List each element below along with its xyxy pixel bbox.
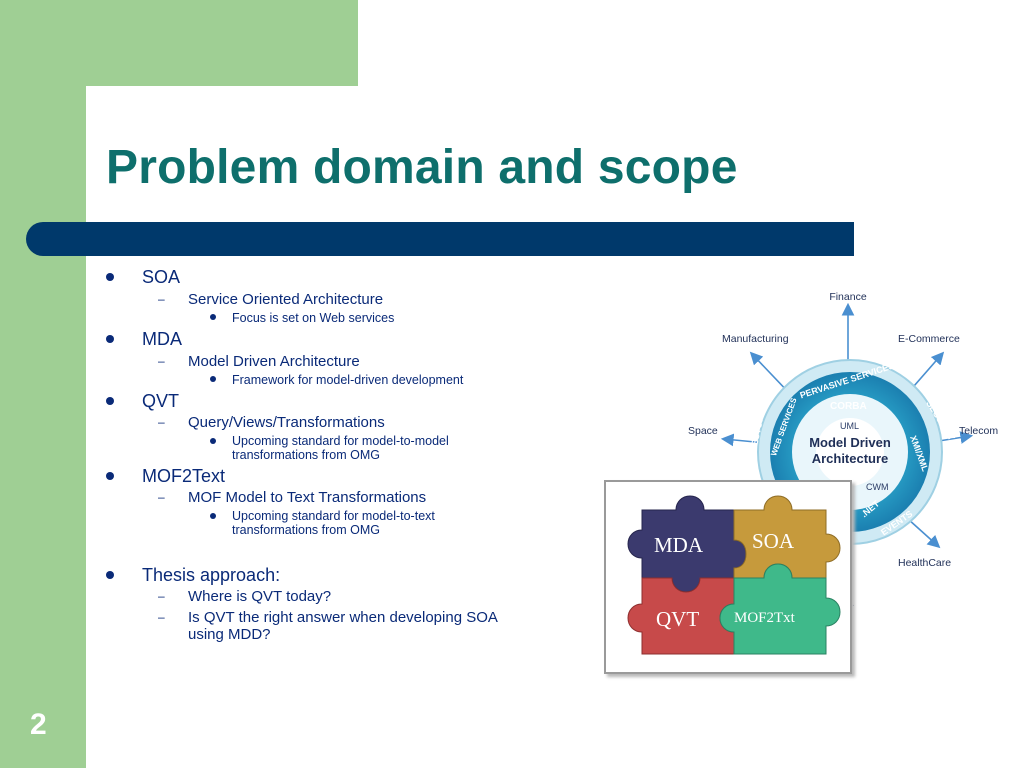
bullet-qvt: QVT (142, 391, 180, 411)
bullet-soa-sub: Service Oriented Architecture (188, 291, 384, 308)
bullet-dot (106, 335, 114, 343)
bullet-qvt-detail-1: Upcoming standard for model-to-model (232, 434, 449, 448)
domain-finance: Finance (829, 291, 867, 303)
inner-label-uml: UML (840, 421, 859, 431)
title-underline-bar (26, 222, 854, 256)
core-label-line1: Model Driven (809, 435, 891, 450)
bullet-mof2text: MOF2Text (142, 466, 226, 486)
puzzle-graphic: MDA SOA QVT MOF2Txt (627, 495, 841, 655)
domain-healthcare: HealthCare (898, 557, 951, 569)
bullet-dot (106, 571, 114, 579)
core-label-line2: Architecture (812, 451, 889, 466)
bullet-thesis-q1: Where is QVT today? (188, 588, 332, 605)
dash-marker: – (158, 354, 165, 368)
dash-marker: – (158, 589, 165, 603)
bullet-soa: SOA (142, 267, 181, 287)
bullet-qvt-sub: Query/Views/Transformations (188, 414, 385, 431)
domain-ecommerce: E-Commerce (898, 333, 960, 345)
bullet-mof2text-sub: MOF Model to Text Transformations (188, 489, 427, 506)
bullet-thesis-q2-1: Is QVT the right answer when developing … (188, 609, 498, 626)
slide-title: Problem domain and scope (106, 141, 738, 194)
bullet-thesis: Thesis approach: (142, 565, 281, 585)
bullet-mof2text-detail-2: transformations from OMG (232, 523, 380, 537)
dash-marker: – (158, 415, 165, 429)
bullet-dot (106, 397, 114, 405)
bullet-soa-detail: Focus is set on Web services (232, 311, 395, 325)
domain-space: Space (688, 425, 718, 437)
domain-telecom: Telecom (959, 425, 998, 437)
puzzle-piece-mof2txt (719, 563, 841, 655)
bullet-dot-small (210, 513, 216, 519)
page-number: 2 (30, 708, 47, 741)
dash-marker: – (158, 610, 165, 624)
bullet-dot-small (210, 376, 216, 382)
domain-manufacturing: Manufacturing (722, 333, 789, 345)
bullet-thesis-q2-2: using MDD? (188, 626, 271, 643)
bullet-mda-detail: Framework for model-driven development (232, 373, 464, 387)
bullet-dot-small (210, 438, 216, 444)
puzzle-label-mof2txt: MOF2Txt (734, 610, 796, 626)
left-green-band (0, 0, 86, 768)
inner-label-cwm: CWM (866, 482, 889, 492)
bullet-mof2text-detail-1: Upcoming standard for model-to-text (232, 509, 435, 523)
puzzle-label-soa: SOA (752, 529, 795, 553)
core-circle (816, 418, 884, 486)
puzzle-label-qvt: QVT (656, 607, 699, 631)
bullet-dot-small (210, 314, 216, 320)
inner-label-corba: CORBA (830, 401, 867, 412)
dash-marker: – (158, 292, 165, 306)
bullet-dot (106, 273, 114, 281)
bullet-mda: MDA (142, 329, 182, 349)
puzzle-image-frame: MDA SOA QVT MOF2Txt (604, 480, 852, 674)
bullet-qvt-detail-2: transformations from OMG (232, 448, 380, 462)
bullet-mda-sub: Model Driven Architecture (188, 353, 360, 370)
dash-marker: – (158, 490, 165, 504)
top-green-band (0, 0, 358, 86)
bullet-dot (106, 472, 114, 480)
puzzle-label-mda: MDA (654, 533, 704, 557)
